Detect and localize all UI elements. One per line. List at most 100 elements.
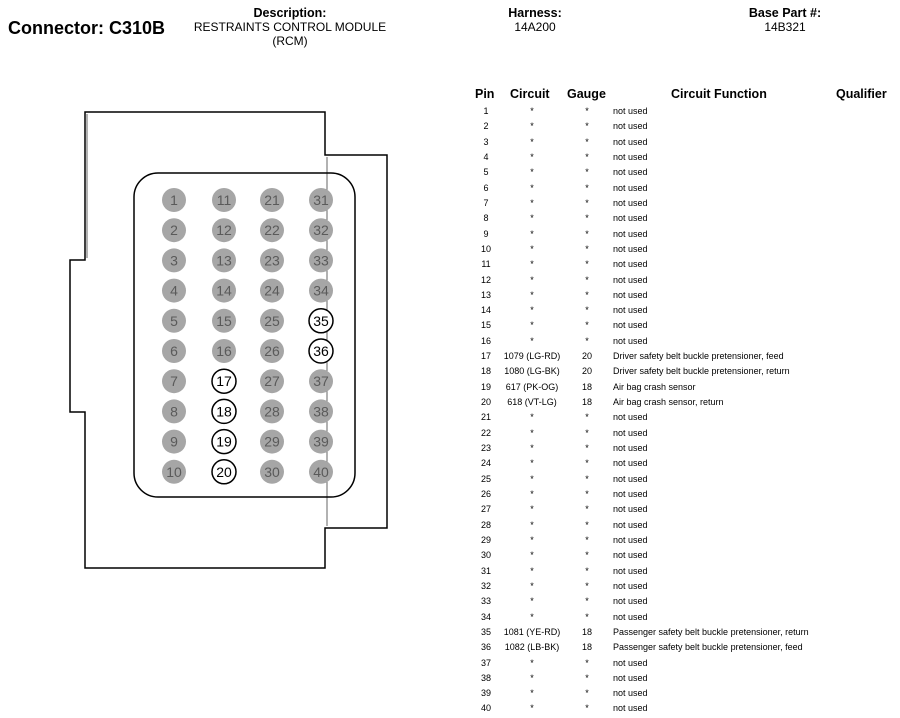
pin-unused xyxy=(260,459,284,484)
pin-unused xyxy=(260,399,284,424)
cell-pin: 23 xyxy=(480,443,491,454)
cell-function: not used xyxy=(613,688,648,699)
pin-grid: 1234567891011121314151617181920212223242… xyxy=(162,188,334,485)
cell-circuit: 617 (PK-OG) xyxy=(505,381,559,392)
pin-label: 26 xyxy=(264,343,280,359)
cell-pin: 5 xyxy=(483,167,489,178)
cell-pin: 35 xyxy=(480,626,491,637)
cell-pin: 32 xyxy=(480,580,491,591)
pin-label: 36 xyxy=(313,343,329,359)
cell-function: not used xyxy=(613,489,648,499)
pin-label: 12 xyxy=(216,222,232,238)
pin-label: 33 xyxy=(313,252,329,268)
pin-label: 19 xyxy=(216,434,232,450)
pin-label: 18 xyxy=(216,403,232,419)
cell-function: not used xyxy=(613,412,648,423)
cell-function: not used xyxy=(613,305,648,316)
cell-pin: 13 xyxy=(480,289,491,300)
cell-gauge: * xyxy=(585,565,589,576)
cell-circuit: * xyxy=(530,565,534,576)
pin-unused xyxy=(162,278,186,303)
cell-function: not used xyxy=(613,121,648,132)
connector-housing-shadow xyxy=(86,114,328,526)
cell-circuit: * xyxy=(530,136,534,147)
cell-function: not used xyxy=(613,106,648,116)
cell-function: not used xyxy=(613,259,648,270)
connector-diagram: 1234567891011121314151617181920212223242… xyxy=(69,111,388,569)
pin-unused xyxy=(162,459,186,484)
cell-pin: 29 xyxy=(480,534,491,545)
cell-pin: 25 xyxy=(480,473,491,484)
cell-pin: 4 xyxy=(483,151,489,162)
cell-function: not used xyxy=(613,335,648,346)
pin-unused xyxy=(260,308,284,333)
cell-gauge: 18 xyxy=(581,642,592,653)
pin-unused xyxy=(309,399,333,424)
pin-label: 2 xyxy=(170,222,178,238)
cell-pin: 34 xyxy=(480,611,491,622)
pin-label: 29 xyxy=(264,434,280,450)
pin-used xyxy=(211,368,237,394)
cell-function: not used xyxy=(613,534,648,545)
pin-unused xyxy=(309,459,333,484)
header-circuit: Circuit xyxy=(510,87,550,101)
pin-label: 13 xyxy=(216,252,232,268)
description-label: Description: xyxy=(253,6,327,20)
cell-gauge: * xyxy=(585,611,589,622)
pin-label: 15 xyxy=(216,313,232,329)
harness-block: Harness: 14A200 xyxy=(480,6,590,34)
cell-gauge: * xyxy=(585,596,589,607)
cell-circuit: 1082 (LB-BK) xyxy=(504,642,560,653)
cell-gauge: * xyxy=(585,335,589,346)
pin-label: 21 xyxy=(264,192,280,208)
pin-label: 8 xyxy=(170,403,178,419)
cell-pin: 16 xyxy=(480,335,491,346)
pin-label: 27 xyxy=(264,373,280,389)
cell-circuit: * xyxy=(530,274,534,285)
cell-function: not used xyxy=(613,596,648,607)
cell-pin: 6 xyxy=(483,182,489,193)
cell-circuit: * xyxy=(530,519,534,530)
cell-pin: 31 xyxy=(480,565,491,576)
pin-label: 24 xyxy=(264,283,280,299)
cell-circuit: * xyxy=(530,412,534,423)
cell-circuit: * xyxy=(530,106,534,116)
pin-label: 32 xyxy=(313,222,329,238)
cell-function: not used xyxy=(613,182,648,193)
cell-gauge: * xyxy=(585,182,589,193)
cell-function: not used xyxy=(613,519,648,530)
cell-gauge: * xyxy=(585,458,589,469)
pin-unused xyxy=(260,369,284,394)
cell-function: not used xyxy=(613,136,648,147)
cell-pin: 36 xyxy=(480,642,491,653)
cell-function: not used xyxy=(613,565,648,576)
cell-function: Driver safety belt buckle pretensioner, … xyxy=(613,351,784,362)
cell-gauge: 20 xyxy=(581,366,592,377)
cell-gauge: * xyxy=(585,703,589,714)
cell-pin: 24 xyxy=(480,458,491,469)
cell-gauge: * xyxy=(585,672,589,683)
pin-used xyxy=(308,308,334,334)
cell-circuit: * xyxy=(530,596,534,607)
cell-circuit: * xyxy=(530,182,534,193)
cell-pin: 22 xyxy=(480,427,491,438)
connector-housing-outline xyxy=(69,111,388,569)
cell-pin: 37 xyxy=(480,657,491,668)
cell-gauge: * xyxy=(585,259,589,270)
cell-gauge: * xyxy=(585,243,589,254)
cell-circuit: * xyxy=(530,672,534,683)
cell-pin: 11 xyxy=(481,259,491,270)
pin-label: 16 xyxy=(216,343,232,359)
base-part-block: Base Part #: 14B321 xyxy=(725,6,845,34)
cell-gauge: * xyxy=(585,427,589,438)
cell-function: not used xyxy=(613,151,648,162)
pin-unused xyxy=(309,188,333,212)
pin-label: 7 xyxy=(170,373,178,389)
pin-label: 40 xyxy=(313,464,329,480)
cell-circuit: * xyxy=(530,427,534,438)
cell-pin: 2 xyxy=(483,121,489,132)
pin-unused xyxy=(260,429,284,454)
cell-gauge: * xyxy=(585,151,589,162)
cell-circuit: 1080 (LG-BK) xyxy=(504,366,560,377)
cell-function: not used xyxy=(613,274,648,285)
